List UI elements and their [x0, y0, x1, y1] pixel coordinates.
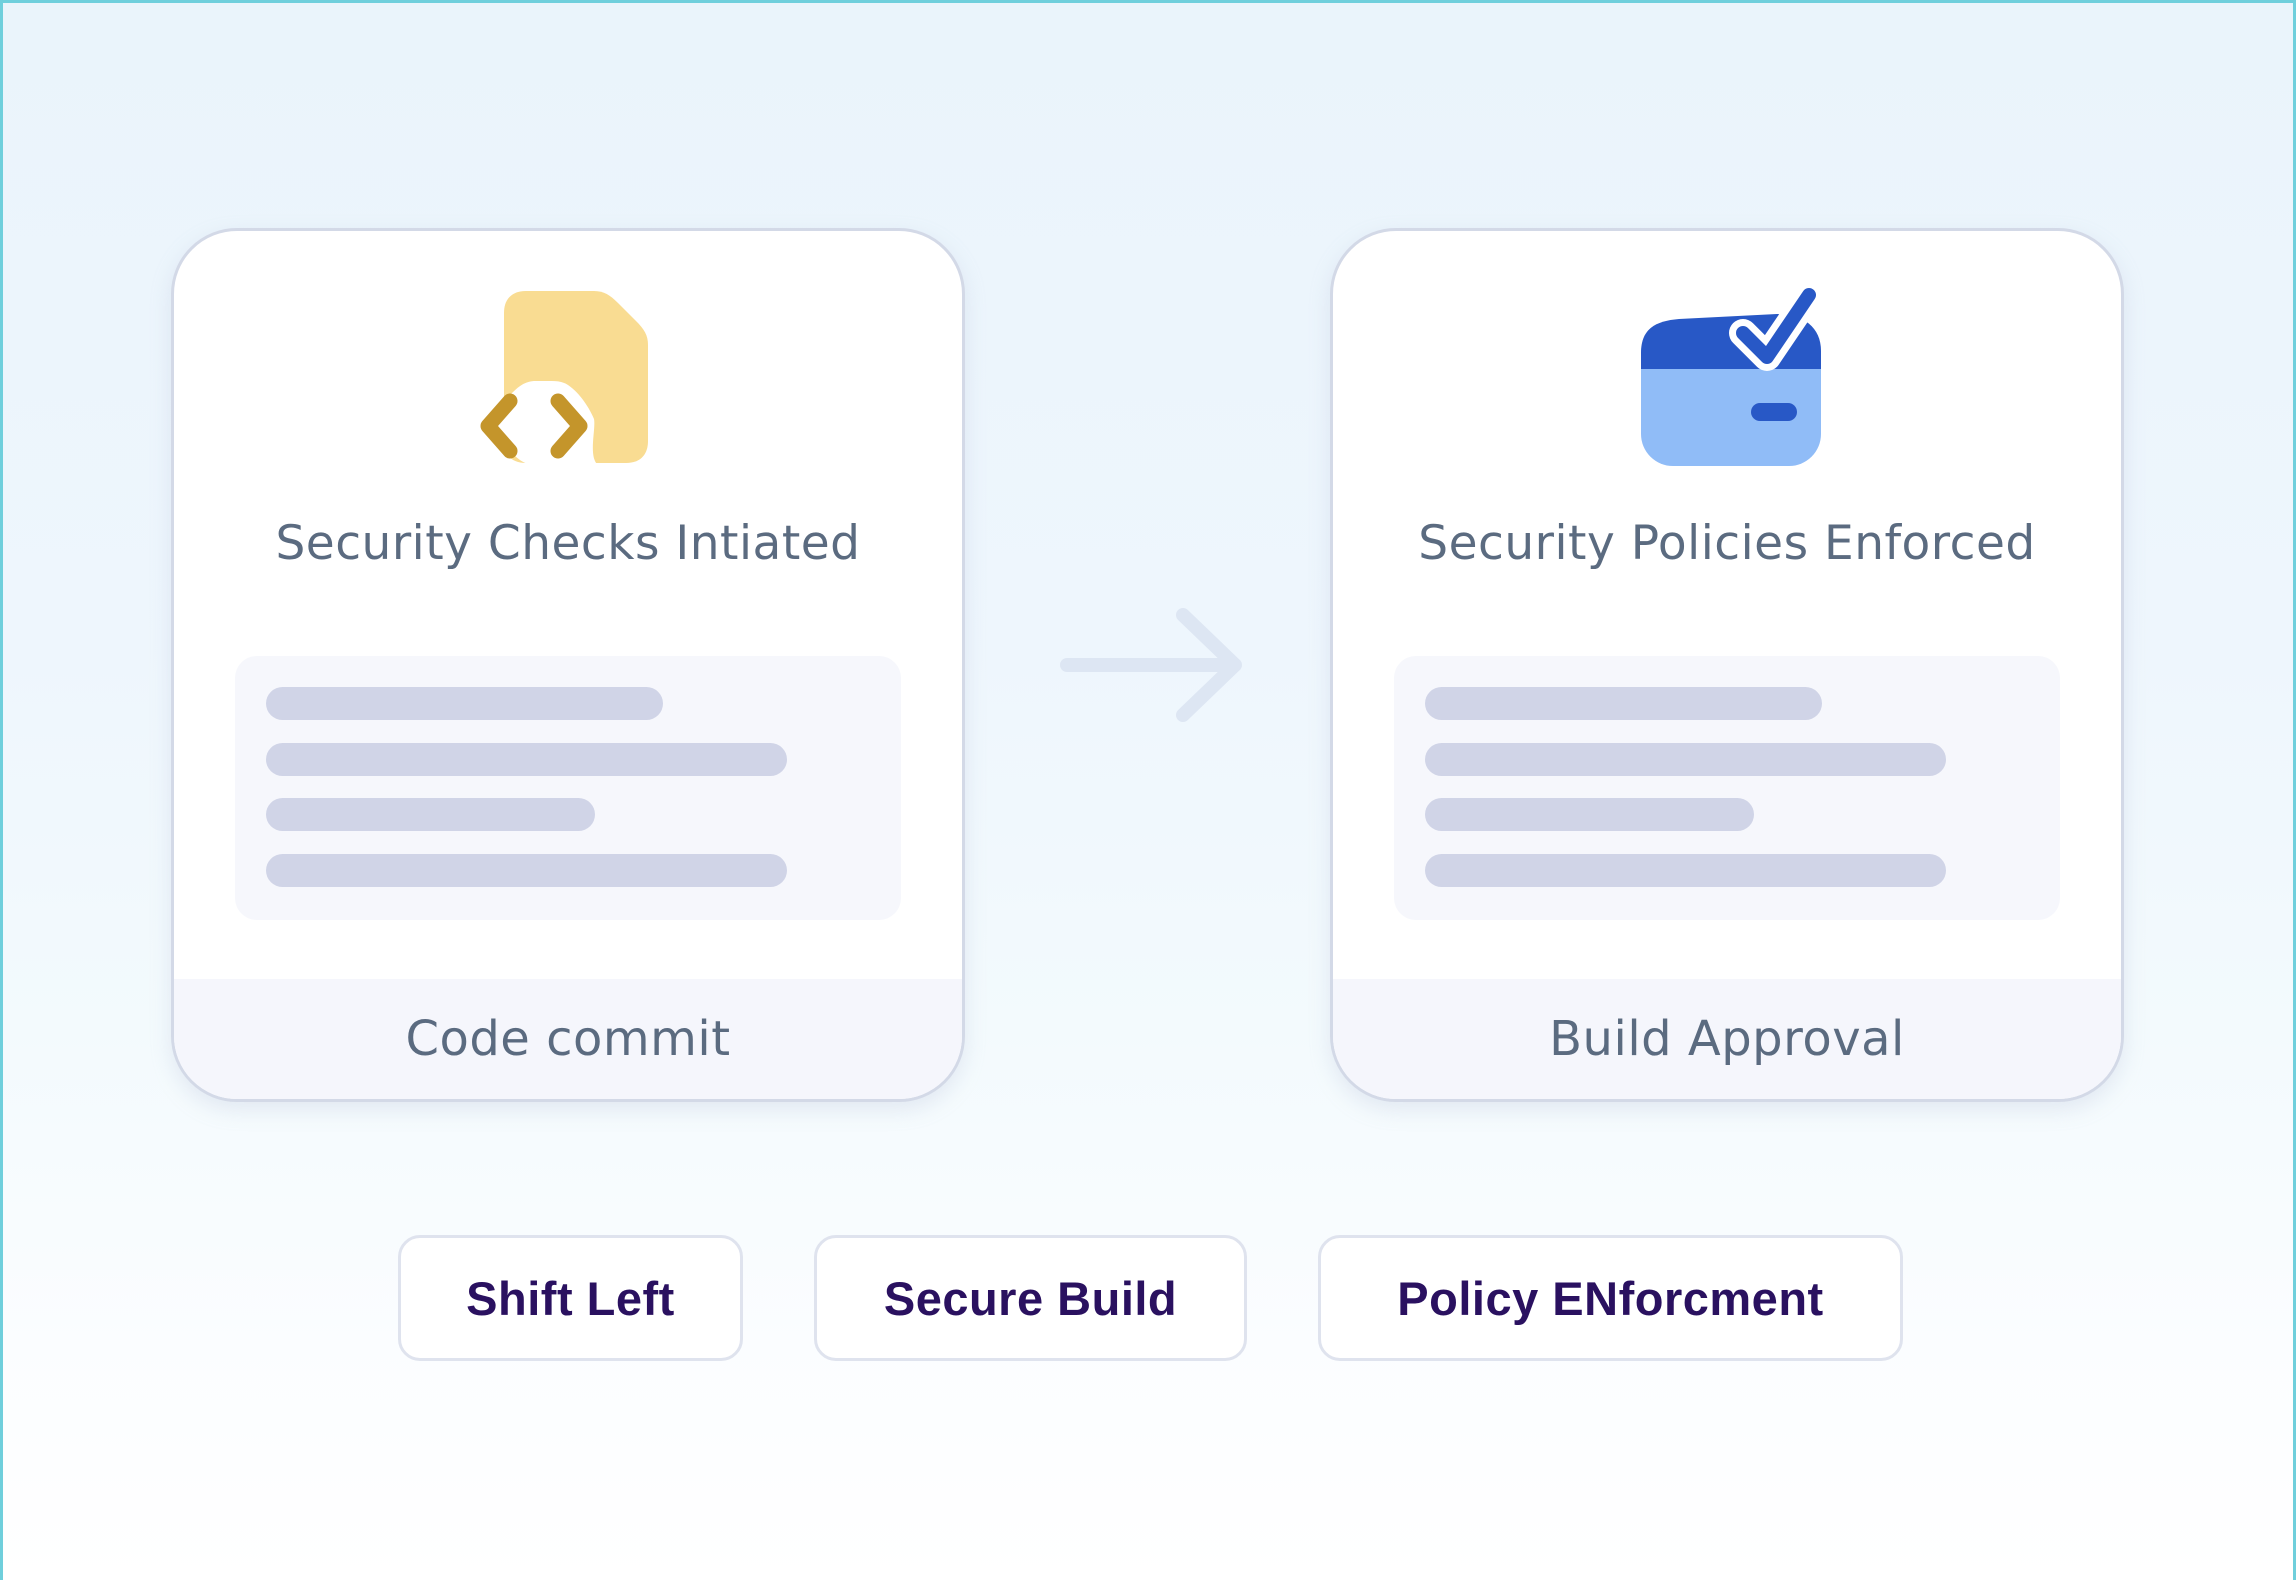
- placeholder-line: [266, 743, 787, 776]
- step-card-code-commit: Security Checks Intiated Code commit: [171, 228, 965, 1102]
- placeholder-line: [1425, 743, 1946, 776]
- placeholder-line: [1425, 687, 1822, 720]
- tag-shift-left: Shift Left: [398, 1235, 743, 1361]
- placeholder-line: [266, 854, 787, 887]
- code-file-icon: [480, 291, 648, 465]
- step-title: Security Policies Enforced: [1418, 516, 2036, 571]
- step-footer-label: Code commit: [174, 979, 962, 1099]
- step-footer-label: Build Approval: [1333, 979, 2121, 1099]
- step-title: Security Checks Intiated: [275, 516, 861, 571]
- arrow-right-icon: [1060, 608, 1242, 722]
- placeholder-line: [266, 687, 663, 720]
- step-card-build-approval: Security Policies Enforced Build Approva…: [1330, 228, 2124, 1102]
- content-placeholder: [1394, 656, 2060, 920]
- tag-policy-enforcement: Policy ENforcment: [1318, 1235, 1903, 1361]
- placeholder-line: [266, 798, 595, 831]
- wallet-check-icon: [1641, 281, 1823, 466]
- tag-secure-build: Secure Build: [814, 1235, 1247, 1361]
- placeholder-line: [1425, 854, 1946, 887]
- content-placeholder: [235, 656, 901, 920]
- placeholder-line: [1425, 798, 1754, 831]
